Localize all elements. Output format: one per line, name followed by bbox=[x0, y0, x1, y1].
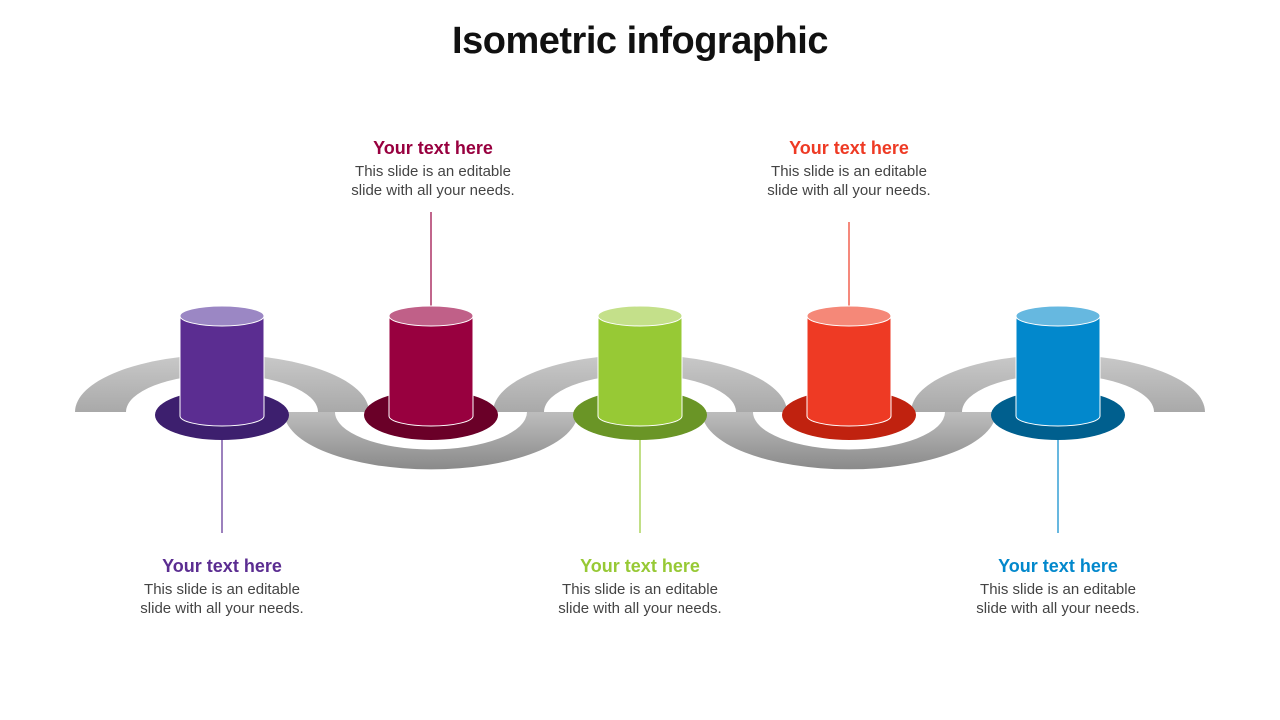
cylinders bbox=[155, 305, 1125, 440]
cylinder-2-top bbox=[388, 305, 474, 327]
label-5: Your text here This slide is an editable… bbox=[938, 556, 1178, 618]
label-5-text: This slide is an editable slide with all… bbox=[976, 581, 1140, 617]
label-1-heading: Your text here bbox=[162, 556, 282, 576]
label-4: Your text here This slide is an editable… bbox=[729, 138, 969, 200]
cylinder-4 bbox=[782, 305, 916, 440]
track-segment-2 bbox=[284, 412, 578, 470]
cylinder-1-body bbox=[179, 315, 265, 427]
cylinder-3-top bbox=[597, 305, 683, 327]
cylinder-5-top bbox=[1015, 305, 1101, 327]
label-1-text: This slide is an editable slide with all… bbox=[140, 581, 304, 617]
label-5-heading: Your text here bbox=[998, 556, 1118, 576]
label-3-heading: Your text here bbox=[580, 556, 700, 576]
label-3: Your text here This slide is an editable… bbox=[520, 556, 760, 618]
label-4-text: This slide is an editable slide with all… bbox=[767, 163, 931, 199]
label-4-heading: Your text here bbox=[789, 138, 909, 158]
slide-title: Isometric infographic bbox=[452, 20, 828, 62]
cylinder-4-body bbox=[806, 315, 892, 427]
label-2-text: This slide is an editable slide with all… bbox=[351, 163, 515, 199]
connector-lines bbox=[221, 212, 1059, 533]
cylinder-5-body bbox=[1015, 315, 1101, 427]
track-segment-3 bbox=[493, 354, 787, 412]
cylinder-2-body bbox=[388, 315, 474, 427]
track-segment-4 bbox=[702, 412, 996, 470]
cylinder-1 bbox=[155, 305, 289, 440]
track-segment-5 bbox=[911, 354, 1205, 412]
connector-track bbox=[75, 354, 1205, 470]
cylinder-5 bbox=[991, 305, 1125, 440]
cylinder-1-top bbox=[179, 305, 265, 327]
cylinder-4-top bbox=[806, 305, 892, 327]
cylinder-3 bbox=[573, 305, 707, 440]
track-segment-1 bbox=[75, 354, 369, 412]
cylinder-2 bbox=[364, 305, 498, 440]
cylinder-3-body bbox=[597, 315, 683, 427]
label-2: Your text here This slide is an editable… bbox=[313, 138, 553, 200]
label-3-text: This slide is an editable slide with all… bbox=[558, 581, 722, 617]
label-1: Your text here This slide is an editable… bbox=[102, 556, 342, 618]
label-2-heading: Your text here bbox=[373, 138, 493, 158]
